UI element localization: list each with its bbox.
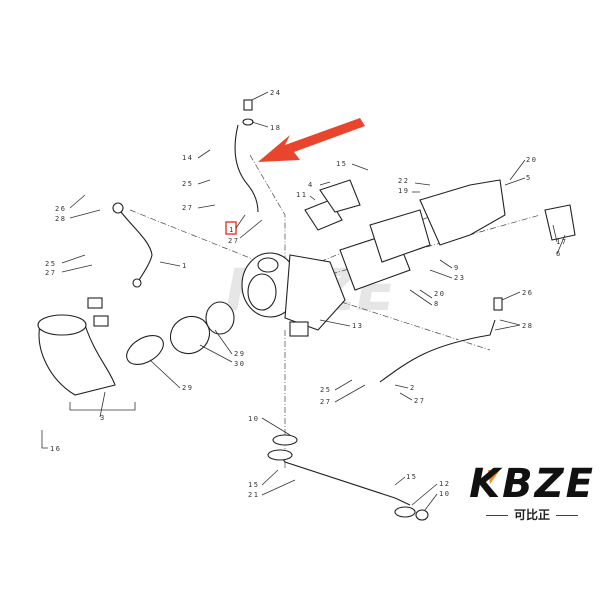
- callout-27: 27: [45, 269, 56, 277]
- callout-15: 15: [336, 160, 347, 168]
- callout-25: 25: [182, 180, 193, 188]
- clamp-29: [126, 335, 164, 365]
- elbow-inlet: [37, 314, 87, 336]
- callout-1: 1: [182, 262, 188, 270]
- gasket-9: [369, 209, 431, 263]
- logo-subtitle: 可比正: [462, 506, 600, 523]
- callout-20: 20: [526, 156, 537, 164]
- plug: [87, 297, 103, 309]
- callout-leaders: [41, 91, 566, 511]
- oil-feed-pipe: [234, 124, 259, 213]
- callout-23: 23: [454, 274, 465, 282]
- gasket-10: [272, 434, 298, 446]
- callout-5: 5: [526, 174, 532, 182]
- callout-12: 12: [439, 480, 450, 488]
- pipe-fitting: [112, 202, 124, 214]
- callout-25: 25: [320, 386, 331, 394]
- turbocharger: [241, 252, 346, 337]
- callout-27: 27: [228, 237, 239, 245]
- callout-8: 8: [434, 300, 440, 308]
- callout-29: 29: [234, 350, 245, 358]
- callout-4: 4: [308, 181, 314, 189]
- callout-21: 21: [248, 491, 259, 499]
- callout-14: 14: [182, 154, 193, 162]
- callout-28: 28: [522, 322, 533, 330]
- callout-27: 27: [414, 397, 425, 405]
- center-line: [249, 154, 286, 270]
- callout-9: 9: [454, 264, 460, 272]
- callouts: 24 18 14 25 27 1 27 26 28 25 27 1 15 4 1…: [45, 89, 567, 499]
- callout-17: 17: [556, 238, 567, 246]
- gasket-10: [415, 509, 429, 521]
- kbze-logo: KBZE 可比正: [462, 462, 600, 523]
- banjo-bolt: [243, 99, 253, 111]
- callout-27: 27: [182, 204, 193, 212]
- callout-6: 6: [556, 250, 562, 258]
- logo-accent: [488, 470, 500, 484]
- bracket-6: [544, 204, 576, 241]
- flange-12: [394, 506, 416, 518]
- callout-2: 2: [410, 384, 416, 392]
- logo-text: KBZE: [469, 461, 595, 507]
- callout-30: 30: [234, 360, 245, 368]
- drain-pipe-2: [379, 319, 496, 383]
- callout-26: 26: [55, 205, 66, 213]
- callout-20: 20: [434, 290, 445, 298]
- pointer-arrow-icon: [258, 118, 365, 162]
- callout-28: 28: [55, 215, 66, 223]
- callout-22: 22: [398, 177, 409, 185]
- callout-10: 10: [248, 415, 259, 423]
- callout-26: 26: [522, 289, 533, 297]
- callout-27: 27: [320, 398, 331, 406]
- exhaust-elbow-5: [419, 179, 506, 246]
- plug: [93, 315, 109, 327]
- flange-4: [319, 179, 361, 213]
- pipe-1: [117, 207, 153, 284]
- banjo-bolt: [493, 297, 503, 311]
- clamp-29: [205, 301, 235, 335]
- callout-11: 11: [296, 191, 307, 199]
- center-line: [129, 209, 256, 261]
- lower-pipe: [279, 454, 411, 506]
- callout-18: 18: [270, 124, 281, 132]
- callout-16: 16: [50, 445, 61, 453]
- intake-elbow-3: [38, 324, 116, 396]
- washer: [242, 118, 254, 126]
- callout-13: 13: [352, 322, 363, 330]
- callout-10: 10: [439, 490, 450, 498]
- callout-24: 24: [270, 89, 281, 97]
- flange: [267, 449, 293, 461]
- callout-15: 15: [248, 481, 259, 489]
- callout-1-highlighted: 1: [229, 226, 235, 234]
- bracket-line: [69, 402, 136, 411]
- callout-29: 29: [182, 384, 193, 392]
- callout-3: 3: [100, 414, 106, 422]
- callout-25: 25: [45, 260, 56, 268]
- callout-15: 15: [406, 473, 417, 481]
- pipe-fitting: [132, 278, 142, 288]
- callout-19: 19: [398, 187, 409, 195]
